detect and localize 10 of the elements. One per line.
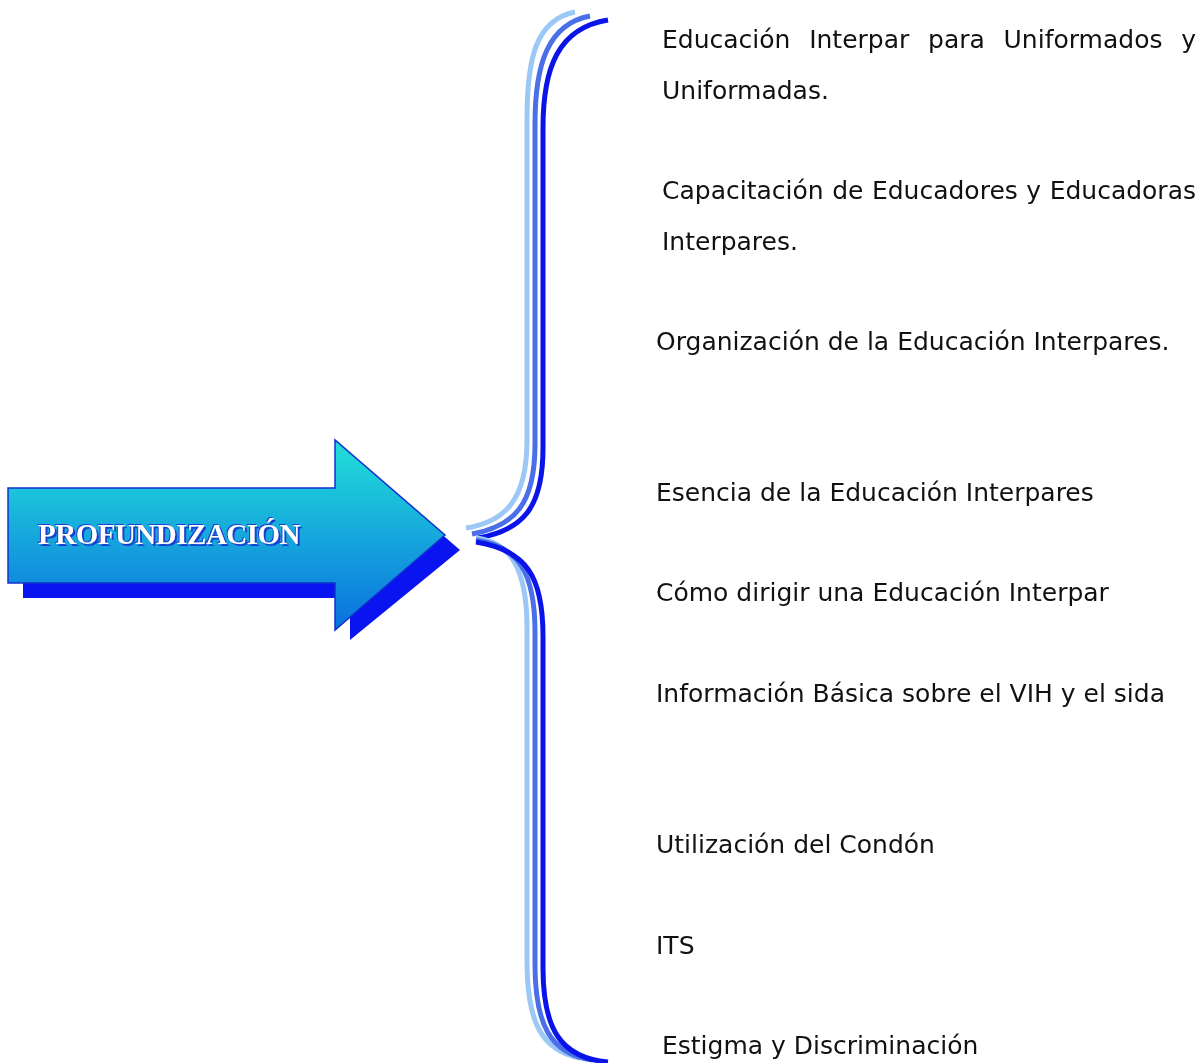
list-item-text: Educación Interpar para Uniformados y Uniformadas. [662, 24, 1196, 107]
list-item-text: Capacitación de Educadores y Educadoras Interpares. [662, 175, 1196, 258]
list-item-text: ITS [656, 930, 696, 962]
list-item-text: Esencia de la Educación Interpares [656, 477, 1095, 509]
list-item-text: Utilización del Condón [656, 829, 936, 861]
list-item-text: Información Básica sobre el VIH y el sida [656, 678, 1166, 710]
arrow-label: PROFUNDIZACIÓN [38, 518, 301, 551]
list-item-text: Organización de la Educación Interpares. [656, 326, 1171, 358]
list-item-text: Estigma y Discriminación [662, 1030, 980, 1062]
list-item-text: Cómo dirigir una Educación Interpar [656, 577, 1110, 609]
